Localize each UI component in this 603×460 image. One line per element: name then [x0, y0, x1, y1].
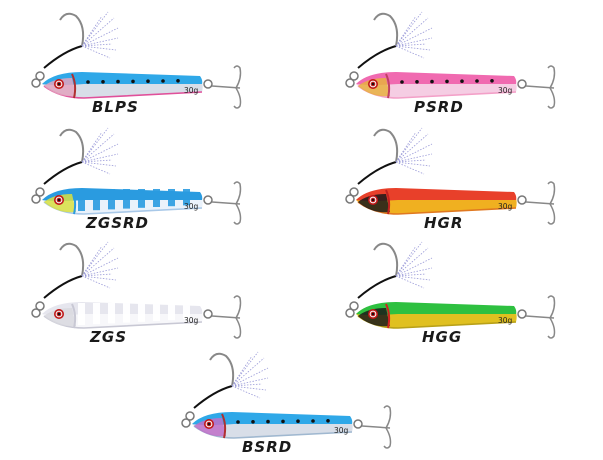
- color-code-label: ZGS: [90, 328, 127, 346]
- lure-image: [345, 241, 556, 339]
- weight-label: 30g: [184, 316, 199, 325]
- weight-label: 30g: [498, 202, 513, 211]
- feather-icon: [81, 241, 119, 289]
- treble-hook-icon: [361, 425, 391, 429]
- lure-image: [345, 127, 556, 225]
- weight-label: 30g: [498, 86, 513, 95]
- lure-item-zgsrd[interactable]: 30g ZGSRD: [4, 122, 244, 232]
- feather-icon: [395, 11, 433, 59]
- assist-hook-icon: [43, 45, 83, 69]
- treble-hook-icon: [525, 201, 555, 205]
- assist-hook-icon: [193, 385, 233, 409]
- color-code-label: ZGSRD: [86, 214, 149, 232]
- treble-hook-icon: [211, 201, 241, 205]
- lure-image: [31, 241, 242, 339]
- lure-item-hgg[interactable]: 30g HGG: [318, 236, 558, 346]
- weight-label: 30g: [498, 316, 513, 325]
- lure-image: [181, 351, 392, 449]
- color-code-label: BLPS: [92, 98, 139, 116]
- lure-item-hgr[interactable]: 30g HGR: [318, 122, 558, 232]
- feather-icon: [231, 351, 269, 399]
- treble-hook-icon: [211, 315, 241, 319]
- lure-item-blps[interactable]: 30g BLPS: [4, 6, 244, 116]
- treble-hook-icon: [525, 315, 555, 319]
- lure-item-zgs[interactable]: 30g ZGS: [4, 236, 244, 346]
- feather-icon: [395, 241, 433, 289]
- assist-hook-icon: [43, 275, 83, 299]
- lure-item-bsrd[interactable]: 30g BSRD: [154, 346, 394, 456]
- assist-hook-icon: [357, 161, 397, 185]
- color-code-label: HGG: [422, 328, 463, 346]
- lure-item-psrd[interactable]: 30g PSRD: [318, 6, 558, 116]
- weight-label: 30g: [184, 202, 199, 211]
- lure-image: [31, 127, 242, 225]
- treble-hook-icon: [211, 85, 241, 89]
- lure-image: [345, 11, 556, 109]
- treble-hook-icon: [525, 85, 555, 89]
- color-code-label: BSRD: [242, 438, 293, 456]
- feather-icon: [81, 11, 119, 59]
- assist-hook-icon: [357, 45, 397, 69]
- color-code-label: HGR: [424, 214, 464, 232]
- assist-hook-icon: [357, 275, 397, 299]
- weight-label: 30g: [184, 86, 199, 95]
- lure-image: [31, 11, 242, 109]
- feather-icon: [395, 127, 433, 175]
- color-code-label: PSRD: [414, 98, 464, 116]
- feather-icon: [81, 127, 119, 175]
- assist-hook-icon: [43, 161, 83, 185]
- weight-label: 30g: [334, 426, 349, 435]
